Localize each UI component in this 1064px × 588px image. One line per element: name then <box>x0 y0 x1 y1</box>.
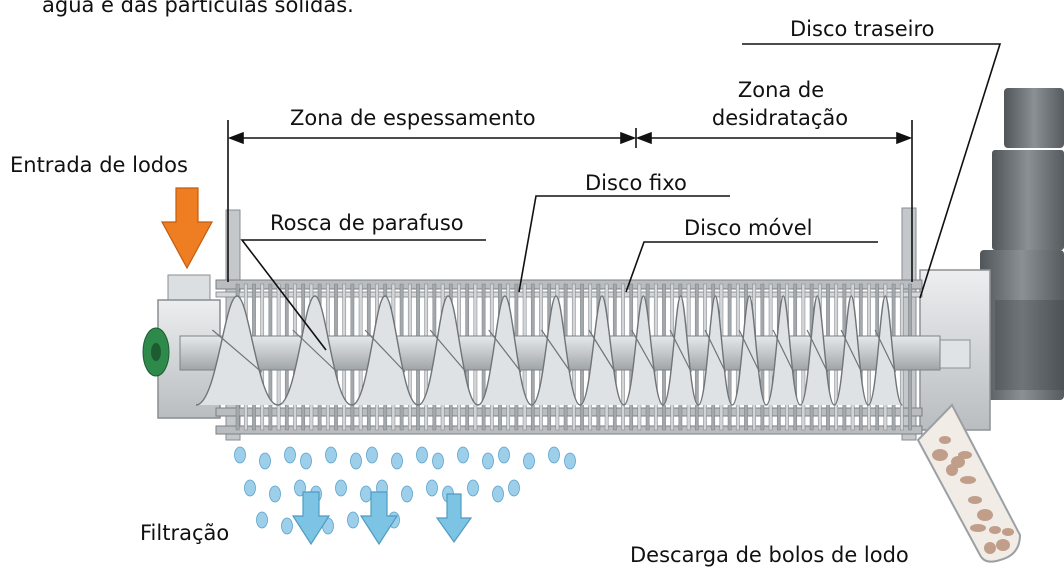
label-screw-thread: Rosca de parafuso <box>270 211 464 235</box>
water-drop <box>259 452 271 470</box>
water-drop <box>492 485 504 503</box>
flight-edge <box>772 329 795 373</box>
water-drop <box>300 452 312 470</box>
dimension-lines <box>227 120 913 282</box>
water-drop <box>325 446 337 464</box>
water-drop <box>457 446 469 464</box>
label-thickening-zone: Zona de espessamento <box>290 106 536 130</box>
sludge-cake-piece <box>989 526 1001 534</box>
sludge-cake-piece <box>970 524 986 532</box>
down-arrow-blue-icon <box>291 491 473 546</box>
sludge-cake-piece <box>939 436 951 444</box>
water-drop <box>256 511 268 529</box>
flight-edge <box>669 329 692 373</box>
tie-rods <box>215 279 923 435</box>
water-drop <box>416 446 428 464</box>
water-drop <box>432 452 444 470</box>
flight-edge <box>212 329 262 373</box>
water-droplets <box>234 446 576 535</box>
down-arrow-orange-icon <box>160 187 214 270</box>
water-drop <box>467 479 479 497</box>
flight-edge <box>540 329 572 373</box>
flight-edge <box>631 329 656 373</box>
water-drop <box>350 452 362 470</box>
screw-flights <box>195 295 903 406</box>
label-moving-disc: Disco móvel <box>684 216 813 240</box>
water-drop <box>401 485 413 503</box>
water-drop <box>523 452 535 470</box>
water-drop <box>347 511 359 529</box>
caption-fragment: água e das partículas sólidas. <box>42 0 354 17</box>
flight-edge <box>488 329 522 373</box>
sludge-cake-piece <box>977 509 993 521</box>
water-drop <box>244 479 256 497</box>
label-filtration: Filtração <box>140 521 230 545</box>
flight-edge <box>704 329 727 373</box>
flight-edge <box>364 329 406 373</box>
flight-edge <box>806 329 829 373</box>
leader-lines <box>240 43 1002 351</box>
water-drop <box>564 452 576 470</box>
water-drop <box>281 517 293 535</box>
water-drop <box>366 446 378 464</box>
water-drop <box>391 452 403 470</box>
water-drop <box>360 485 372 503</box>
sludge-cake-piece <box>946 464 958 476</box>
sludge-cake-piece <box>984 542 996 554</box>
water-drop <box>426 479 438 497</box>
flight-edge <box>840 329 863 373</box>
water-drop <box>548 446 560 464</box>
water-drop <box>335 479 347 497</box>
label-cake-discharge: Descarga de bolos de lodo <box>630 543 909 567</box>
label-dewatering-zone-line2: desidratação <box>711 106 849 130</box>
water-drop <box>482 452 494 470</box>
flight-edge <box>292 329 338 373</box>
label-dewatering-zone-line1: Zona de <box>737 78 825 102</box>
label-rear-disc: Disco traseiro <box>790 17 935 41</box>
sludge-cake-chute <box>916 403 1022 563</box>
sludge-cake-piece <box>958 451 972 459</box>
flight-edge <box>738 329 761 373</box>
water-drop <box>284 446 296 464</box>
motor <box>980 88 1064 400</box>
label-sludge-inlet: Entrada de lodos <box>10 153 188 177</box>
flight-edge <box>429 329 467 373</box>
sludge-cake-piece <box>996 539 1010 551</box>
sludge-cake-piece <box>932 449 948 461</box>
label-fixed-disc: Disco fixo <box>585 171 687 195</box>
water-drop <box>269 485 281 503</box>
water-drop <box>498 446 510 464</box>
water-drop <box>234 446 246 464</box>
sludge-cake-piece <box>1002 528 1014 536</box>
sludge-cake-piece <box>968 496 982 504</box>
water-drop <box>508 479 520 497</box>
flight-edge <box>588 329 616 373</box>
sludge-cake-piece <box>960 476 976 484</box>
flight-edge <box>874 329 897 373</box>
